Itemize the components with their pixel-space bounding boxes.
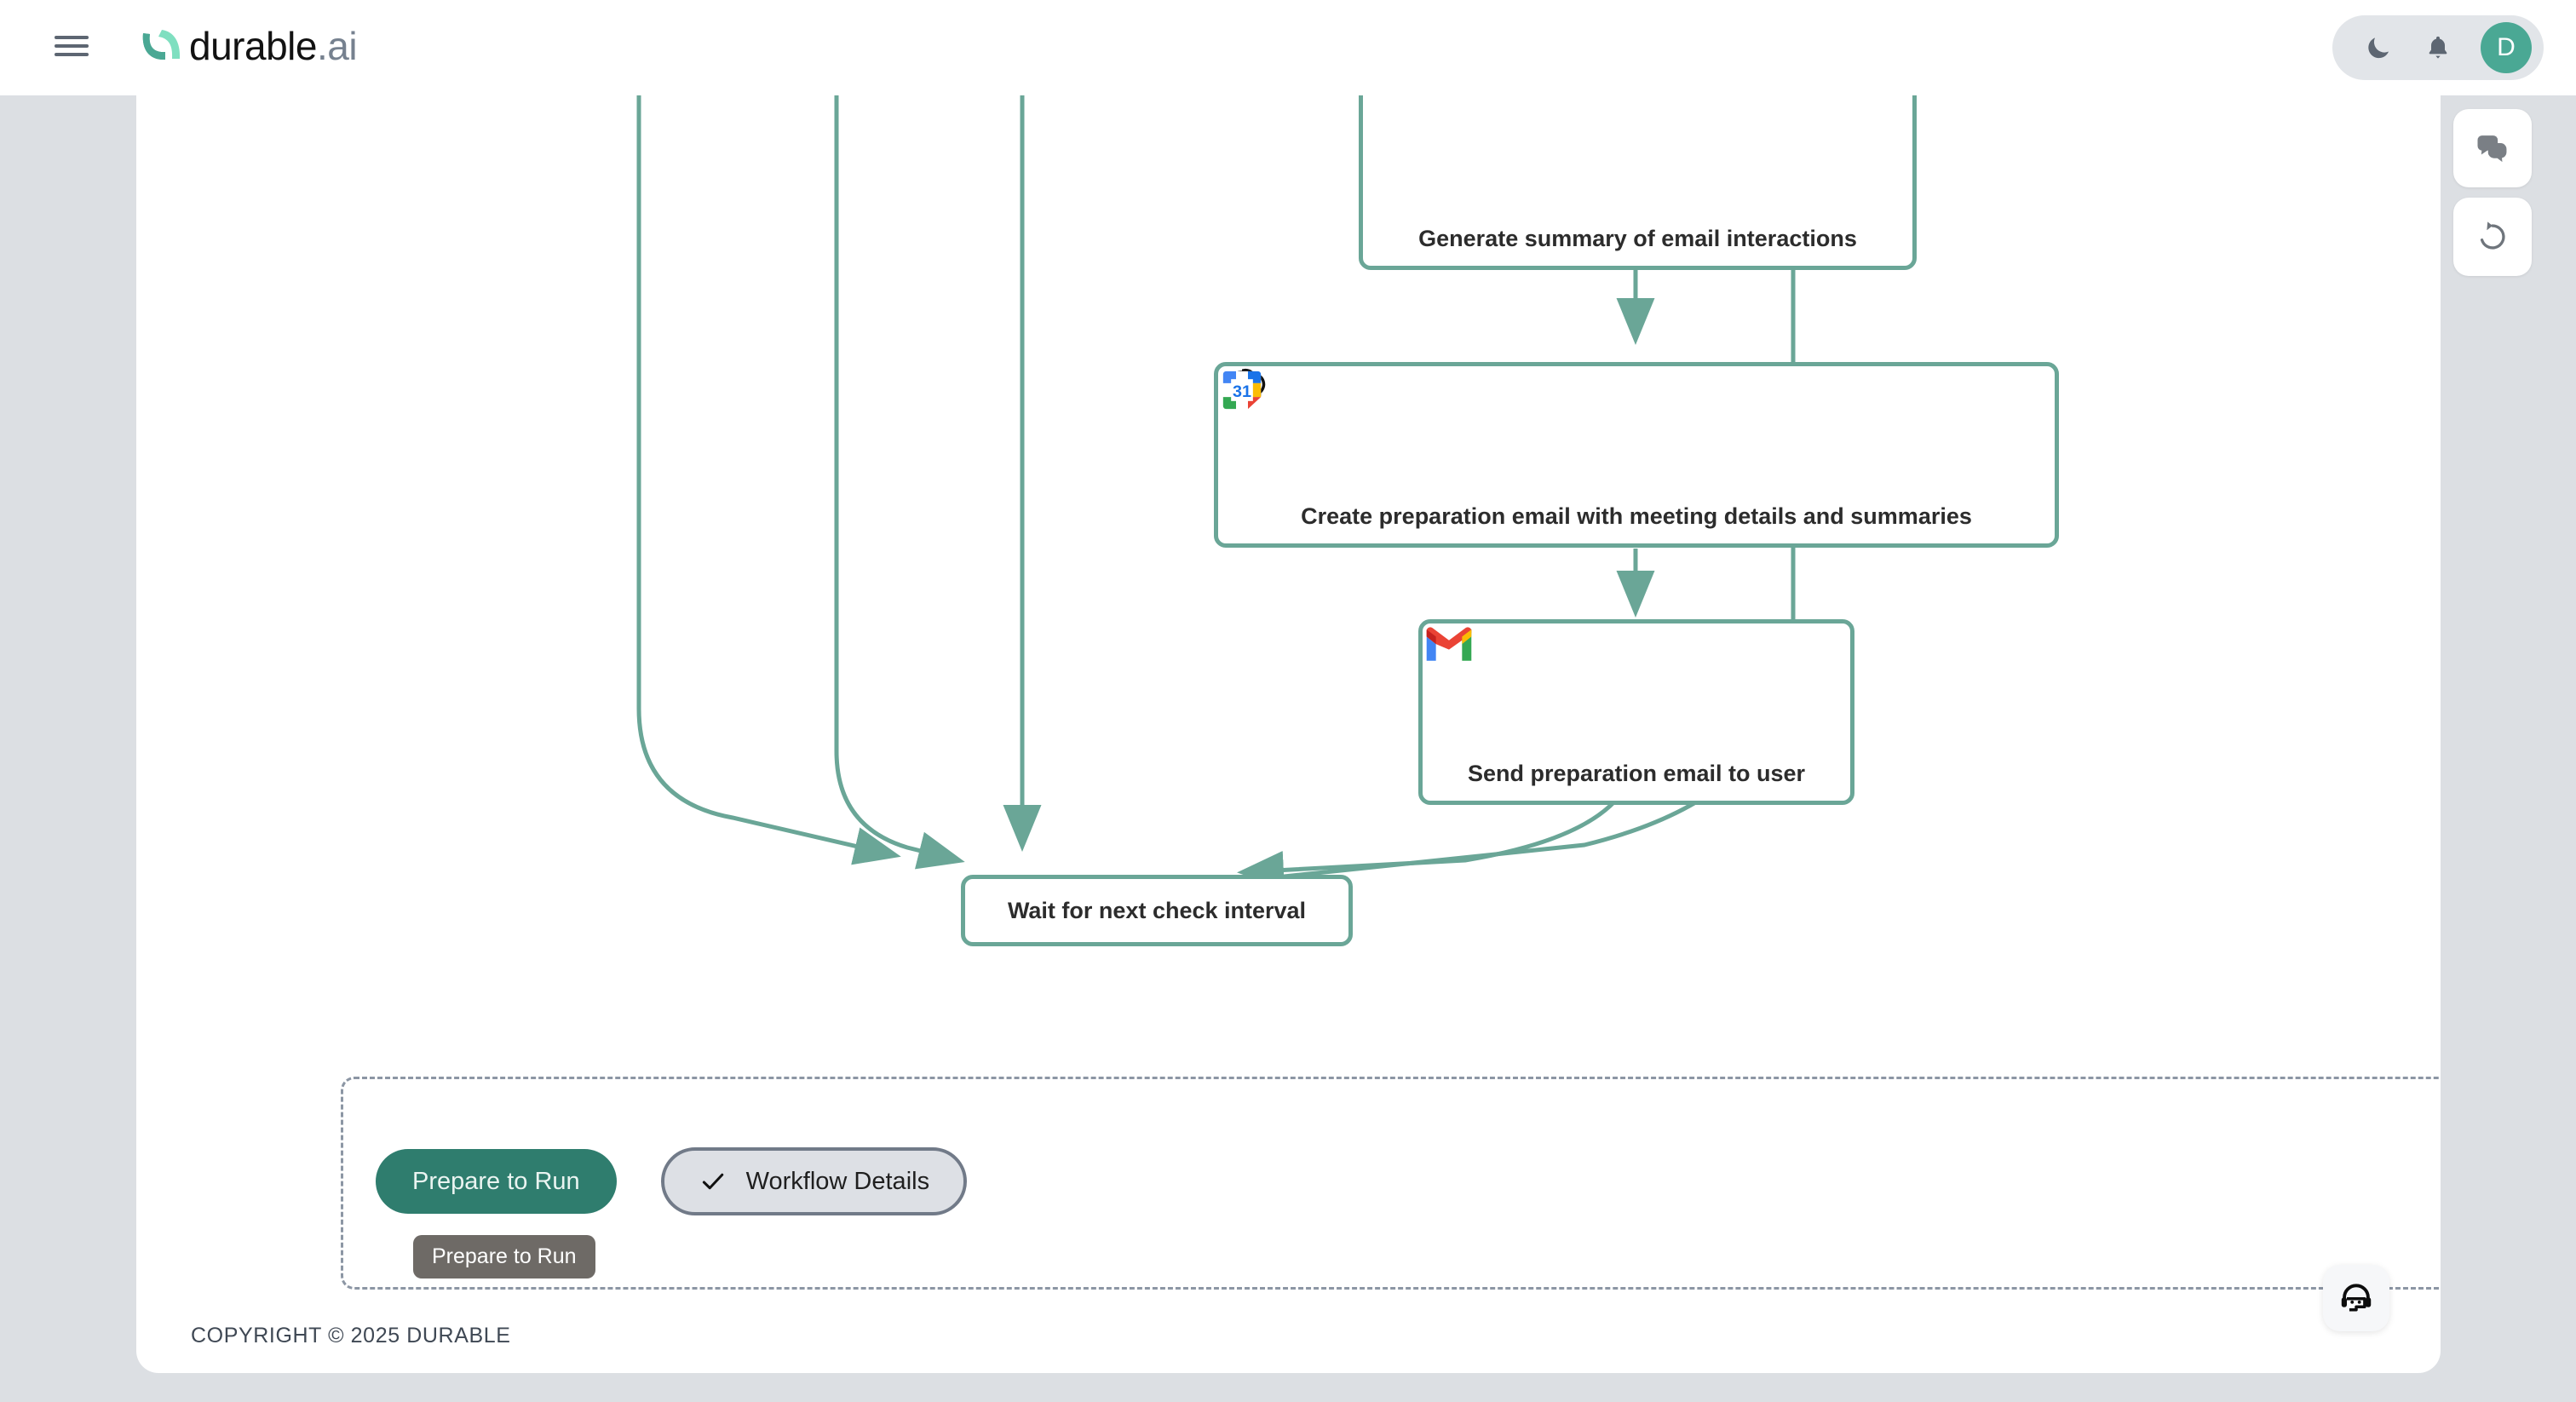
- footer: COPYRIGHT © 2025 DURABLE: [136, 1298, 2441, 1373]
- check-icon: [702, 1173, 723, 1190]
- node-label: Create preparation email with meeting de…: [1301, 503, 1972, 529]
- gmail-icon: [1426, 627, 1472, 661]
- brand-text: durable.ai: [189, 24, 358, 68]
- durable-leaf-icon: [142, 30, 181, 60]
- hamburger-menu-icon[interactable]: [55, 32, 89, 60]
- google-calendar-icon: 31: [1222, 371, 1262, 410]
- avatar[interactable]: D: [2481, 22, 2532, 73]
- prepare-to-run-button[interactable]: Prepare to Run: [376, 1149, 617, 1214]
- workflow-node-generate-summary[interactable]: Generate summary of email interactions: [1359, 95, 1917, 270]
- right-rail: [2441, 95, 2576, 1402]
- node-label: Wait for next check interval: [1007, 897, 1307, 923]
- openai-icon: [1363, 95, 1411, 96]
- bell-icon[interactable]: [2421, 31, 2455, 65]
- refresh-icon[interactable]: [2453, 198, 2532, 276]
- content-card: Generate summary of email interactions: [136, 95, 2441, 1373]
- node-label: Send preparation email to user: [1467, 760, 1806, 786]
- copyright-text: COPYRIGHT © 2025 DURABLE: [191, 1323, 511, 1347]
- brand-suffix: .ai: [316, 24, 358, 68]
- top-bar: durable.ai D: [0, 0, 2576, 95]
- brand-name: durable: [189, 24, 317, 68]
- rail-buttons: [2453, 109, 2532, 276]
- action-panel: Prepare to Run Workflow Details: [341, 1077, 2441, 1290]
- node-label: Generate summary of email interactions: [1418, 225, 1857, 251]
- workflow-details-button[interactable]: Workflow Details: [660, 1147, 968, 1215]
- workflow-node-send-prep-email[interactable]: Send preparation email to user: [1418, 619, 1854, 805]
- moon-icon[interactable]: [2361, 31, 2395, 65]
- svg-text:31: 31: [1233, 382, 1251, 401]
- prepare-to-run-tooltip: Prepare to Run: [413, 1235, 595, 1278]
- workflow-node-create-prep-email[interactable]: 31 Create preparation email with meeting…: [1214, 362, 2059, 548]
- brand-logo[interactable]: durable.ai: [136, 19, 358, 73]
- workflow-details-label: Workflow Details: [745, 1167, 930, 1195]
- chat-bubbles-icon[interactable]: [2453, 109, 2532, 187]
- action-button-row: Prepare to Run Workflow Details: [376, 1147, 968, 1215]
- header-actions: D: [2332, 15, 2544, 80]
- headset-support-icon[interactable]: [2323, 1265, 2389, 1331]
- workflow-node-wait-interval[interactable]: Wait for next check interval: [961, 875, 1353, 946]
- workflow-canvas[interactable]: Generate summary of email interactions: [136, 95, 2441, 973]
